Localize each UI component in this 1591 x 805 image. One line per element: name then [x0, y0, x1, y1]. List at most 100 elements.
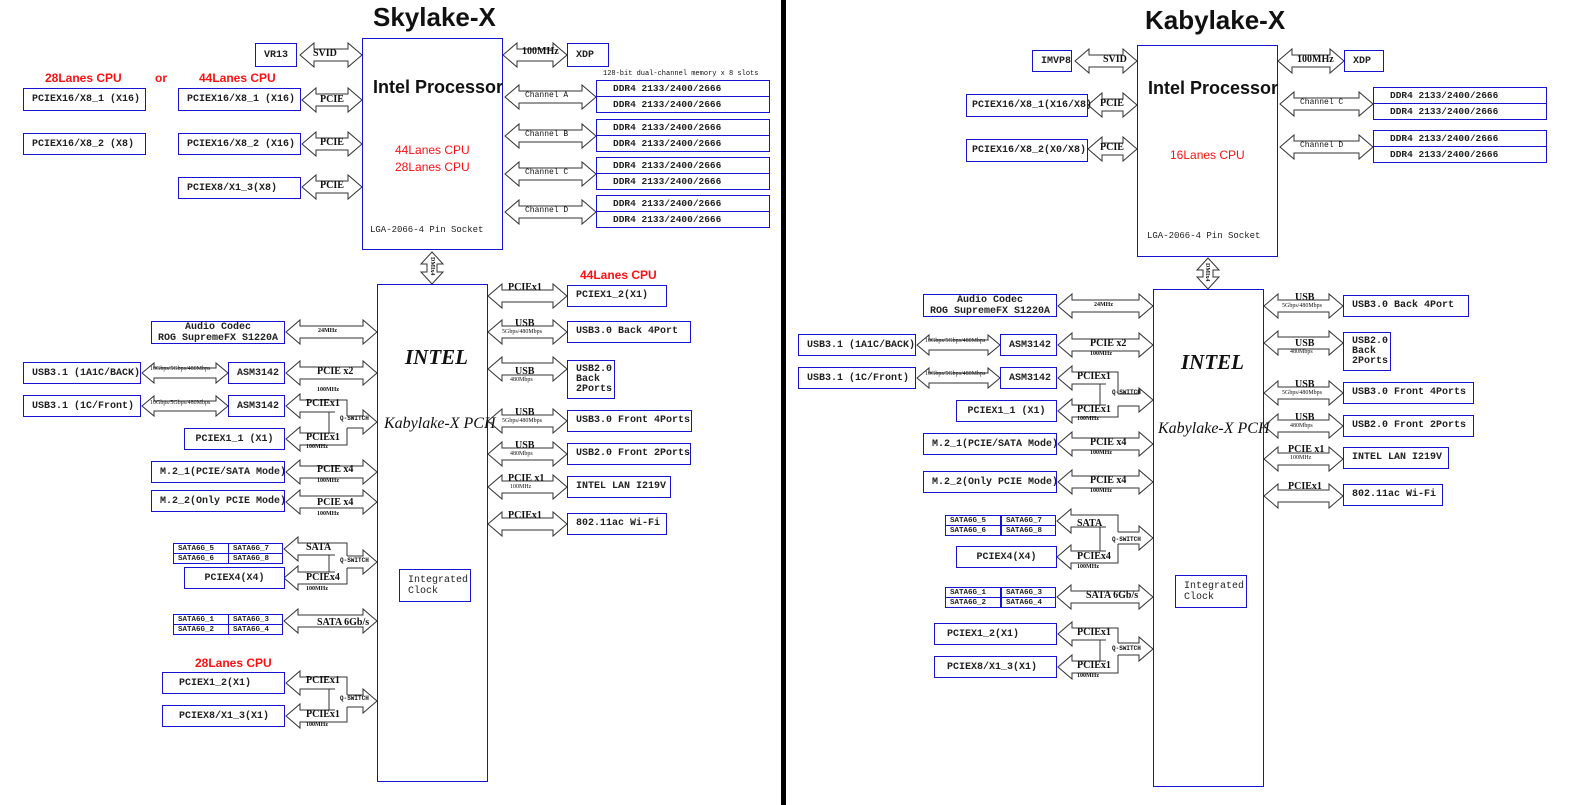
- kabylake-m2-2-clock: 100MHz: [1090, 488, 1112, 494]
- kabylake-xdp-link-label: 100MHz: [1297, 54, 1334, 65]
- skylake-device-link: USB: [515, 407, 535, 418]
- skylake-cpu-lanes-44: 44Lanes CPU: [395, 143, 470, 157]
- skylake-qswitch-2-junction: [328, 542, 348, 585]
- kabylake-pciex1-1-clock: 100MHz: [1077, 416, 1099, 422]
- kabylake-qswitch-3-junction: [1099, 627, 1119, 674]
- panel-divider: [781, 0, 786, 805]
- kabylake-asm-link-1: PCIE x2: [1090, 338, 1127, 349]
- kabylake-pcie-link-1: PCIE: [1100, 98, 1124, 109]
- skylake-dimm: DDR4 2133/2400/2666: [596, 157, 770, 174]
- kabylake-device-box: INTEL LAN I219V: [1343, 447, 1449, 469]
- kabylake-cpu-name: Intel Processor: [1148, 78, 1279, 98]
- kabylake-sata6g-2: SATA6G_2: [945, 597, 1001, 608]
- skylake-sata6gbs-link: SATA 6Gb/s: [317, 617, 370, 628]
- skylake-dimm: DDR4 2133/2400/2666: [596, 119, 770, 136]
- skylake-qswitch-1-lower: [285, 425, 335, 453]
- kabylake-asm-clock-1: 100MHz: [1090, 351, 1112, 357]
- kabylake-qswitch-1-lower: [1057, 397, 1106, 425]
- kabylake-device-box: USB2.0 Back 2Ports: [1343, 332, 1391, 371]
- kabylake-audio-line2: ROG SupremeFX S1220A: [929, 305, 1051, 317]
- skylake-m2-1-clock: 100MHz: [317, 478, 339, 484]
- kabylake-device-box: USB3.0 Back 4Port: [1343, 295, 1469, 317]
- skylake-vr13-box: VR13: [255, 43, 297, 67]
- kabylake-channel-label: Channel D: [1300, 141, 1344, 150]
- skylake-pciex1-2-28lane: PCIEX1_2(X1): [162, 672, 285, 694]
- skylake-sata6g-6: SATA6G_6: [173, 553, 229, 564]
- skylake-usb31-front-speed: 10Gbps/5Gbps/480Mbps: [150, 400, 211, 406]
- kabylake-dimm: DDR4 2133/2400/2666: [1373, 103, 1547, 120]
- skylake-pcie-link-3: PCIE: [320, 180, 344, 191]
- kabylake-sata6g-6: SATA6G_6: [945, 525, 1001, 536]
- kabylake-device-link: USB: [1295, 412, 1315, 423]
- skylake-asm-link-2: PCIEx1: [306, 398, 340, 409]
- kabylake-device-link: PCIE x1: [1288, 444, 1325, 455]
- skylake-qswitch-3-upper: [285, 669, 335, 697]
- skylake-28lane-pciex16-1: PCIEX16/X8_1 (X16): [23, 88, 146, 111]
- skylake-44lane-pciex16-2: PCIEX16/X8_2 (X16): [178, 133, 301, 155]
- skylake-memory-note: 128-bit dual-channel memory x 8 slots: [603, 70, 759, 78]
- skylake-usb31-back: USB3.1 (1A1C/BACK): [23, 362, 141, 384]
- skylake-audio-link: 24MHz: [318, 328, 337, 334]
- kabylake-qswitch-3-lower: [1057, 653, 1106, 681]
- kabylake-title: Kabylake-X: [1145, 5, 1286, 35]
- kabylake-pch-box: [1153, 289, 1264, 787]
- skylake-m2-2: M.2_2(Only PCIE Mode): [151, 490, 286, 512]
- skylake-device-box: PCIEX1_2(X1): [567, 285, 667, 307]
- skylake-device-box: 802.11ac Wi-Fi: [567, 513, 667, 535]
- skylake-m2-2-link: PCIE x4: [317, 497, 354, 508]
- kabylake-m2-1-clock: 100MHz: [1090, 450, 1112, 456]
- skylake-device-box: USB3.0 Back 4Port: [567, 321, 691, 343]
- kabylake-device-link: PCIEx1: [1288, 481, 1322, 492]
- skylake-channel-label: Channel C: [525, 168, 569, 177]
- skylake-device-link: USB: [515, 318, 535, 329]
- kabylake-dimm: DDR4 2133/2400/2666: [1373, 146, 1547, 163]
- skylake-pciex4-clock: 100MHz: [306, 586, 328, 592]
- skylake-pch-name: Kabylake-X PCH: [384, 415, 496, 432]
- kabylake-pciex1-1-link: PCIEx1: [1077, 404, 1111, 415]
- kabylake-device-link: USB: [1295, 292, 1315, 303]
- skylake-cpu-lanes-28: 28Lanes CPU: [395, 160, 470, 174]
- kabylake-sata-link: SATA: [1077, 518, 1103, 529]
- kabylake-usb31-front: USB3.1 (1C/Front): [798, 367, 916, 389]
- kabylake-dimm: DDR4 2133/2400/2666: [1373, 130, 1547, 147]
- skylake-channel-label: Channel B: [525, 130, 569, 139]
- kabylake-qswitch-1-upper: [1057, 364, 1106, 392]
- skylake-device-sub: 480Mbps: [510, 451, 533, 457]
- skylake-sata6g-2: SATA6G_2: [173, 624, 229, 635]
- kabylake-usb31-front-speed: 10Gbps/5Gbps/480Mbps: [925, 371, 986, 377]
- skylake-44lane-pciex8: PCIEX8/X1_3(X8): [178, 177, 301, 199]
- skylake-usb31-back-speed: 10Gbps/5Gbps/480Mbps: [150, 366, 211, 372]
- skylake-dimm: DDR4 2133/2400/2666: [596, 96, 770, 113]
- skylake-device-link: PCIE x1: [508, 473, 545, 484]
- skylake-header-44lanes-right: 44Lanes CPU: [580, 268, 657, 282]
- skylake-device-sub: 5Gbps/480Mbps: [502, 418, 543, 424]
- skylake-dmi-label: DMIx4: [429, 257, 435, 276]
- skylake-pch-box: [377, 284, 488, 782]
- skylake-qswitch-2-upper: [283, 535, 335, 563]
- kabylake-m2-2-link: PCIE x4: [1090, 475, 1127, 486]
- skylake-device-link: PCIEx1: [508, 510, 542, 521]
- skylake-audio-codec: Audio Codec ROG SupremeFX S1220A: [151, 321, 285, 344]
- skylake-device-box: USB3.0 Front 4Ports: [567, 410, 692, 432]
- skylake-xdp-box: XDP: [567, 43, 609, 67]
- skylake-device-box: USB2.0 Back 2Ports: [567, 360, 615, 399]
- skylake-channel-label: Channel D: [525, 206, 569, 215]
- skylake-cpu-name: Intel Processor: [373, 77, 504, 97]
- skylake-title: Skylake-X: [373, 2, 496, 32]
- kabylake-asm3142-1: ASM3142: [1000, 334, 1057, 356]
- kabylake-device-sub: 100MHz: [1290, 455, 1312, 461]
- kabylake-asm-link-2: PCIEx1: [1077, 371, 1111, 382]
- kabylake-imvp8-box: IMVP8: [1032, 50, 1072, 72]
- skylake-header-28lanes-bottom: 28Lanes CPU: [195, 656, 272, 670]
- skylake-header-44lanes: 44Lanes CPU: [199, 71, 276, 85]
- skylake-dimm: DDR4 2133/2400/2666: [596, 135, 770, 152]
- skylake-device-sub: 100MHz: [510, 484, 532, 490]
- skylake-audio-line2: ROG SupremeFX S1220A: [157, 332, 279, 344]
- skylake-qswitch-1: Q-SWITCH: [340, 415, 369, 422]
- skylake-pciex8-x1-3: PCIEX8/X1_3(X1): [162, 705, 285, 727]
- skylake-dimm: DDR4 2133/2400/2666: [596, 173, 770, 190]
- skylake-28lane-pciex16-2: PCIEX16/X8_2 (X8): [23, 133, 146, 155]
- skylake-svid-label: SVID: [313, 48, 337, 59]
- skylake-dimm: DDR4 2133/2400/2666: [596, 80, 770, 97]
- kabylake-pciex4-link: PCIEx4: [1077, 551, 1111, 562]
